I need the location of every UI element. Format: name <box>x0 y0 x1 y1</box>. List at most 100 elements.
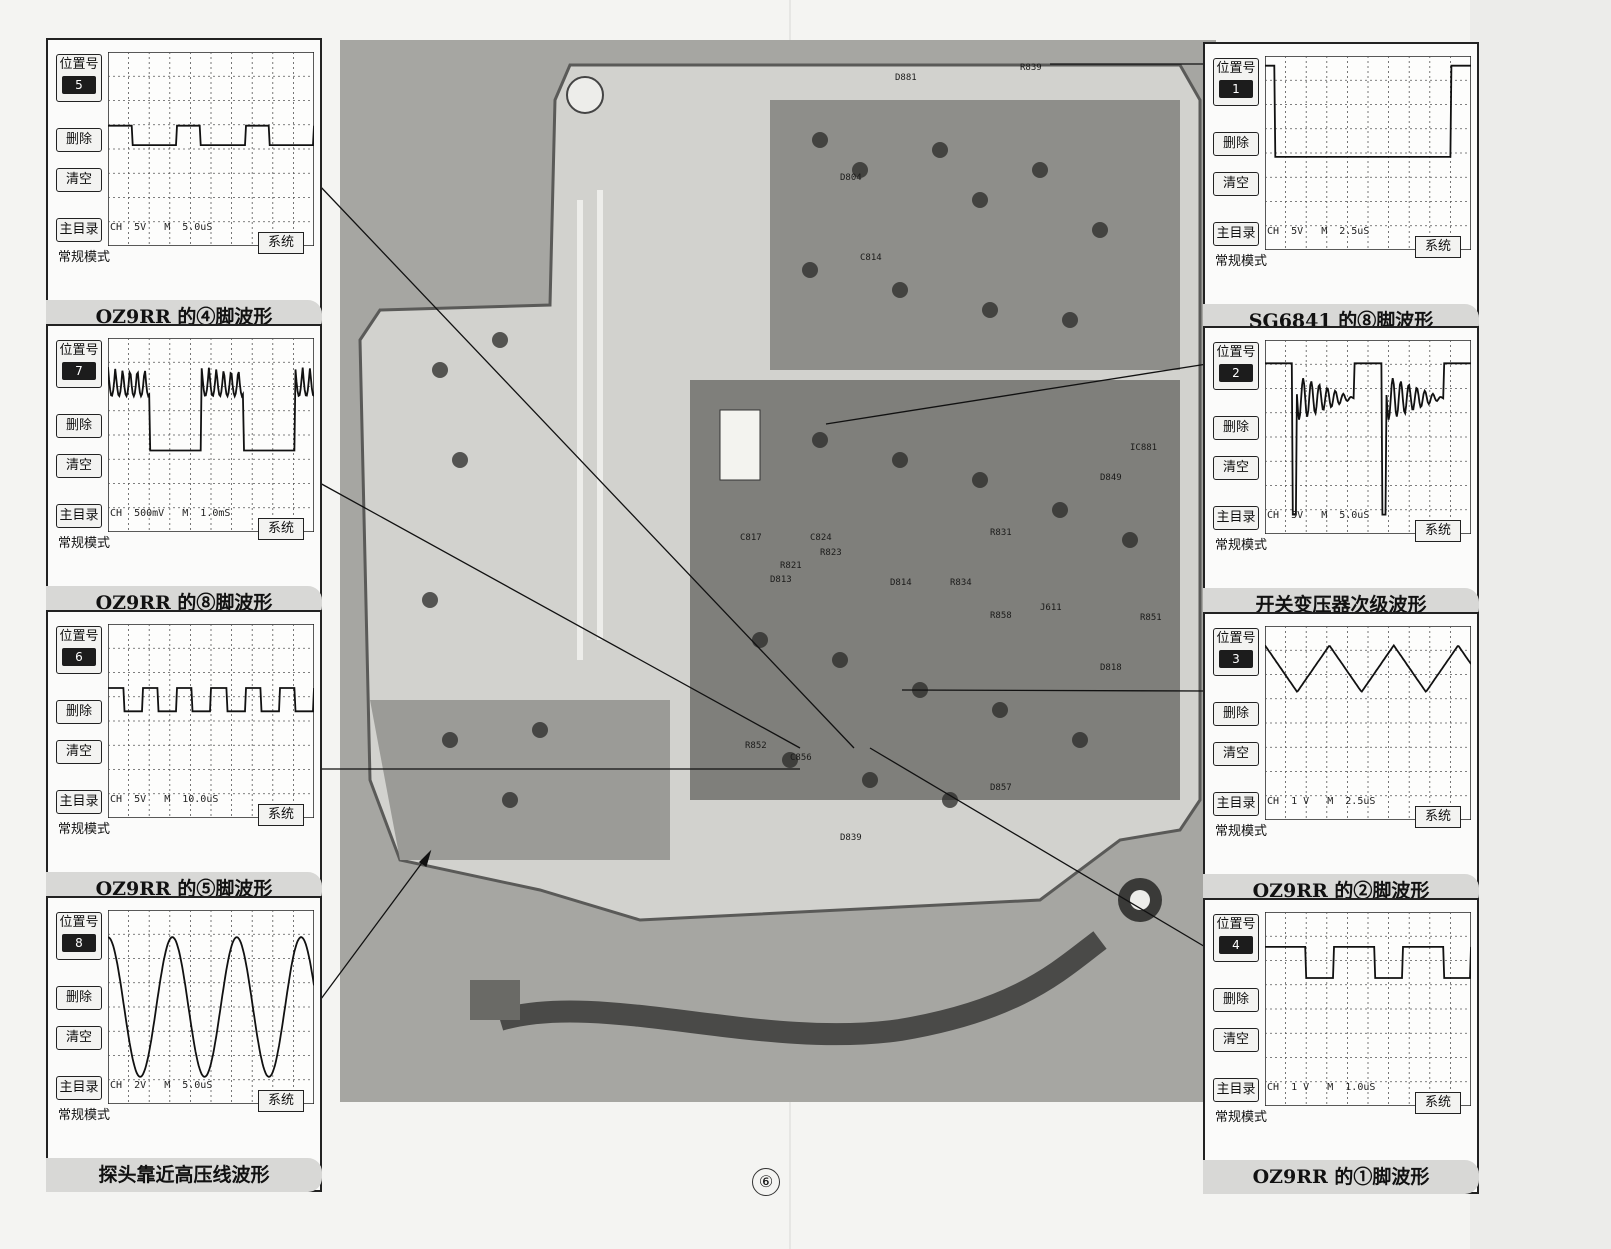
waveform-trace <box>1265 643 1471 693</box>
board-label: IC881 <box>1130 443 1157 453</box>
clear-button[interactable]: 清空 <box>56 168 102 192</box>
waveform-screen <box>1265 912 1471 1106</box>
clear-button[interactable]: 清空 <box>56 1026 102 1050</box>
clear-button[interactable]: 清空 <box>1213 1028 1259 1052</box>
main-menu-button[interactable]: 主目录 <box>1213 792 1259 816</box>
mode-label: 常规模式 <box>58 822 111 837</box>
board-label: C824 <box>810 533 832 543</box>
system-button[interactable]: 系统 <box>258 804 304 826</box>
delete-button[interactable]: 删除 <box>1213 702 1259 726</box>
main-menu-button[interactable]: 主目录 <box>1213 1078 1259 1102</box>
clear-button[interactable]: 清空 <box>1213 456 1259 480</box>
channel-scale: CH 5V M 10.0uS <box>110 794 219 805</box>
delete-button[interactable]: 删除 <box>56 986 102 1010</box>
clear-button[interactable]: 清空 <box>56 740 102 764</box>
mode-label: 常规模式 <box>58 536 111 551</box>
waveform-screen <box>108 338 314 532</box>
mode-label: 常规模式 <box>1215 1110 1268 1125</box>
position-number: 7 <box>62 362 96 380</box>
board-label: D839 <box>840 833 862 843</box>
delete-button[interactable]: 删除 <box>56 700 102 724</box>
clear-button[interactable]: 清空 <box>1213 172 1259 196</box>
channel-scale: CH 5V M 2.5uS <box>1267 226 1370 237</box>
channel-scale: CH 2V M 5.0uS <box>110 1080 213 1091</box>
waveform-trace <box>108 687 314 713</box>
waveform-screen <box>1265 340 1471 534</box>
board-label: D818 <box>1100 663 1122 673</box>
main-menu-button[interactable]: 主目录 <box>56 218 102 242</box>
clear-button[interactable]: 清空 <box>56 454 102 478</box>
delete-button[interactable]: 删除 <box>1213 132 1259 156</box>
main-menu-button[interactable]: 主目录 <box>1213 506 1259 530</box>
panel-caption: 探头靠近高压线波形 <box>46 1158 322 1192</box>
waveform-screen <box>108 624 314 818</box>
system-button[interactable]: 系统 <box>1415 520 1461 542</box>
delete-button[interactable]: 删除 <box>1213 988 1259 1012</box>
system-button[interactable]: 系统 <box>1415 236 1461 258</box>
channel-scale: CH 5V M 5.0uS <box>1267 510 1370 521</box>
channel-scale: CH 1 V M 2.5uS <box>1267 796 1376 807</box>
board-label: R821 <box>780 561 802 571</box>
channel-scale: CH 1 V M 1.0uS <box>1267 1082 1376 1093</box>
position-number: 8 <box>62 934 96 952</box>
main-menu-button[interactable]: 主目录 <box>56 1076 102 1100</box>
board-label: D857 <box>990 783 1012 793</box>
board-label: R823 <box>820 548 842 558</box>
waveform-screen <box>108 52 314 246</box>
system-button[interactable]: 系统 <box>1415 1092 1461 1114</box>
mode-label: 常规模式 <box>1215 538 1268 553</box>
channel-scale: CH 5V M 5.0uS <box>110 222 213 233</box>
system-button[interactable]: 系统 <box>258 232 304 254</box>
clear-button[interactable]: 清空 <box>1213 742 1259 766</box>
delete-button[interactable]: 删除 <box>56 128 102 152</box>
waveform-trace <box>108 124 314 146</box>
position-number: 6 <box>62 648 96 666</box>
system-button[interactable]: 系统 <box>258 1090 304 1112</box>
board-label: R839 <box>1020 63 1042 73</box>
position-number: 2 <box>1219 364 1253 382</box>
board-label: C856 <box>790 753 812 763</box>
position-number: 1 <box>1219 80 1253 98</box>
board-label: D813 <box>770 575 792 585</box>
main-menu-button[interactable]: 主目录 <box>56 504 102 528</box>
main-menu-button[interactable]: 主目录 <box>1213 222 1259 246</box>
delete-button[interactable]: 删除 <box>56 414 102 438</box>
board-label: D804 <box>840 173 862 183</box>
board-label: D881 <box>895 73 917 83</box>
delete-button[interactable]: 删除 <box>1213 416 1259 440</box>
panel-caption: OZ9RR 的①脚波形 <box>1203 1160 1479 1194</box>
position-number: 5 <box>62 76 96 94</box>
main-menu-button[interactable]: 主目录 <box>56 790 102 814</box>
position-number: 4 <box>1219 936 1253 954</box>
waveform-screen <box>1265 626 1471 820</box>
system-button[interactable]: 系统 <box>1415 806 1461 828</box>
channel-scale: CH 500mV M 1.0mS <box>110 508 231 519</box>
waveform-trace <box>1265 362 1471 516</box>
board-label: C817 <box>740 533 762 543</box>
system-button[interactable]: 系统 <box>258 518 304 540</box>
waveform-trace <box>108 936 314 1078</box>
board-label: C814 <box>860 253 882 263</box>
position-number: 3 <box>1219 650 1253 668</box>
waveform-trace <box>1265 64 1471 158</box>
waveform-screen <box>1265 56 1471 250</box>
mode-label: 常规模式 <box>1215 254 1268 269</box>
board-label: R834 <box>950 578 972 588</box>
mode-label: 常规模式 <box>58 1108 111 1123</box>
waveform-trace <box>1265 946 1471 979</box>
